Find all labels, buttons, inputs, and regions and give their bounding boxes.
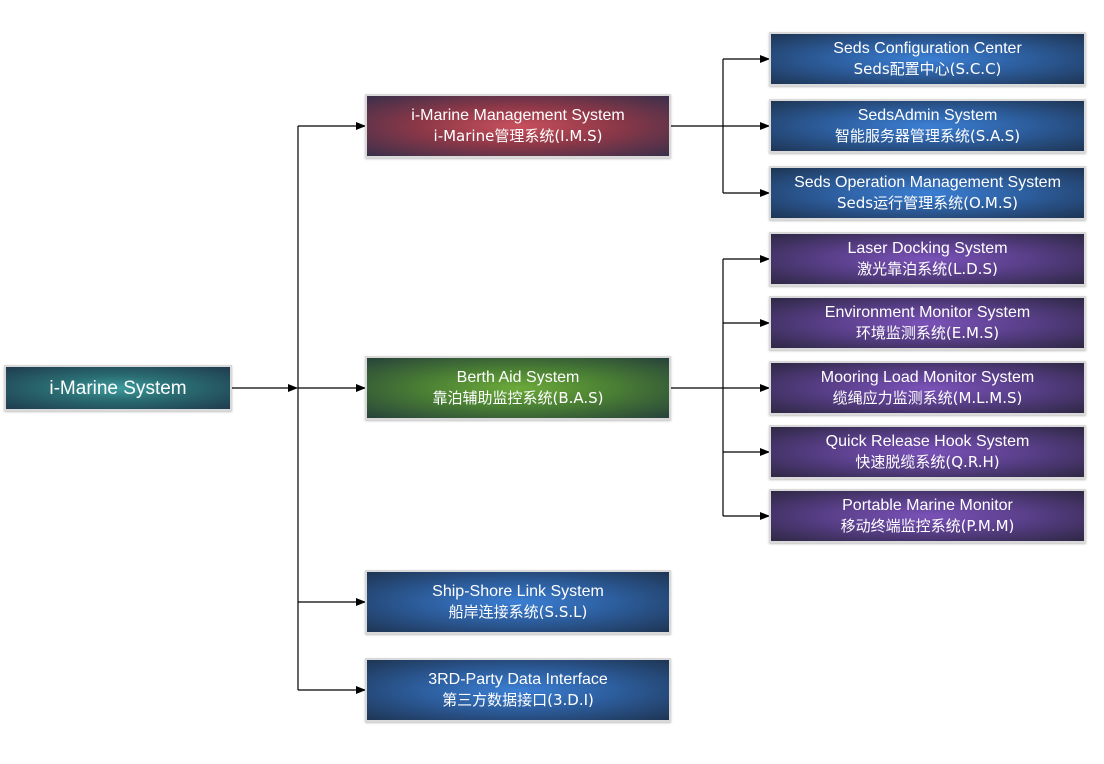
node-pmm: Portable Marine Monitor 移动终端监控系统(P.M.M) <box>769 489 1086 543</box>
node-3di-title: 3RD-Party Data Interface <box>428 671 608 688</box>
node-pmm-title: Portable Marine Monitor <box>842 497 1013 514</box>
node-sas: SedsAdmin System 智能服务器管理系统(S.A.S) <box>769 99 1086 153</box>
node-ems: Environment Monitor System 环境监测系统(E.M.S) <box>769 296 1086 350</box>
node-scc: Seds Configuration Center Seds配置中心(S.C.C… <box>769 32 1086 86</box>
node-ims-subtitle: i-Marine管理系统(I.M.S) <box>433 127 603 145</box>
node-ssl-title: Ship-Shore Link System <box>432 583 604 600</box>
node-oms-title: Seds Operation Management System <box>794 174 1061 191</box>
node-mlms-title: Mooring Load Monitor System <box>820 369 1035 386</box>
node-lds: Laser Docking System 激光靠泊系统(L.D.S) <box>769 232 1086 286</box>
node-ems-subtitle: 环境监测系统(E.M.S) <box>855 324 1000 342</box>
root-node-i-marine-system: i-Marine System <box>4 365 232 411</box>
node-mlms: Mooring Load Monitor System 缆绳应力监测系统(M.L… <box>769 361 1086 415</box>
node-sas-title: SedsAdmin System <box>857 107 998 124</box>
node-scc-subtitle: Seds配置中心(S.C.C) <box>853 60 1002 78</box>
node-ems-title: Environment Monitor System <box>824 304 1031 321</box>
node-pmm-subtitle: 移动终端监控系统(P.M.M) <box>840 517 1015 535</box>
node-bas: Berth Aid System 靠泊辅助监控系统(B.A.S) <box>365 356 671 420</box>
node-bas-title: Berth Aid System <box>456 369 580 386</box>
node-qrh-title: Quick Release Hook System <box>825 433 1030 450</box>
node-scc-title: Seds Configuration Center <box>833 40 1022 57</box>
node-ims: i-Marine Management System i-Marine管理系统(… <box>365 94 671 158</box>
node-3di-subtitle: 第三方数据接口(3.D.I) <box>442 691 594 709</box>
node-oms-subtitle: Seds运行管理系统(O.M.S) <box>837 194 1018 212</box>
node-ssl: Ship-Shore Link System 船岸连接系统(S.S.L) <box>365 570 671 634</box>
node-sas-subtitle: 智能服务器管理系统(S.A.S) <box>834 127 1021 145</box>
node-3di: 3RD-Party Data Interface 第三方数据接口(3.D.I) <box>365 658 671 722</box>
root-node-label: i-Marine System <box>49 377 187 399</box>
node-qrh: Quick Release Hook System 快速脱缆系统(Q.R.H) <box>769 425 1086 479</box>
node-oms: Seds Operation Management System Seds运行管… <box>769 166 1086 220</box>
node-lds-subtitle: 激光靠泊系统(L.D.S) <box>857 260 998 278</box>
node-ims-title: i-Marine Management System <box>411 107 625 124</box>
node-bas-subtitle: 靠泊辅助监控系统(B.A.S) <box>432 389 604 407</box>
node-lds-title: Laser Docking System <box>847 240 1008 257</box>
node-qrh-subtitle: 快速脱缆系统(Q.R.H) <box>855 453 1000 471</box>
node-ssl-subtitle: 船岸连接系统(S.S.L) <box>448 603 588 621</box>
node-mlms-subtitle: 缆绳应力监测系统(M.L.M.S) <box>832 389 1023 407</box>
